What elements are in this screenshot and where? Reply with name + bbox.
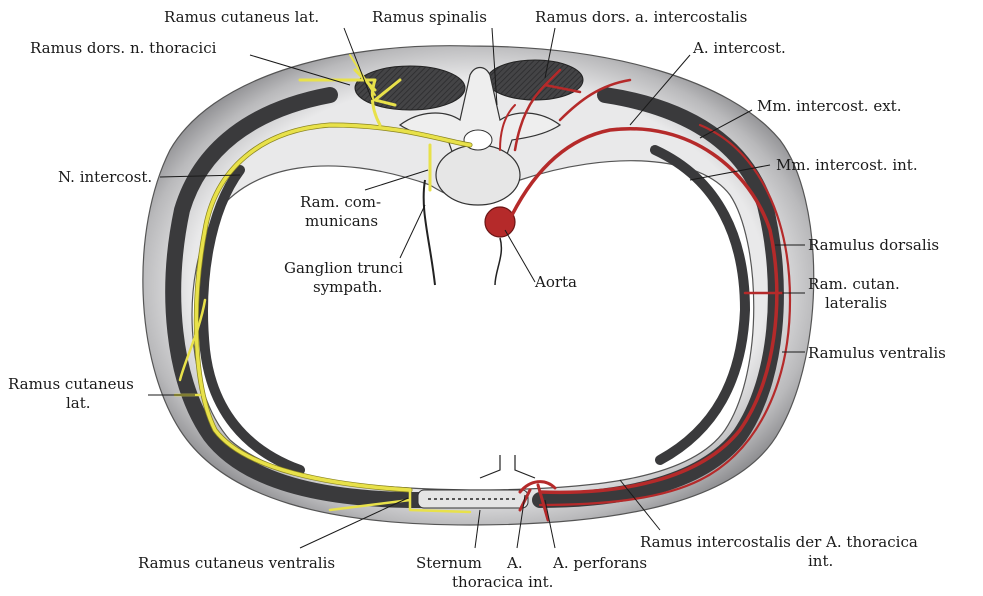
label-a-thoracica-2: thoracica int. <box>452 573 553 591</box>
label-ramus-cutaneus-lat-left-2: lat. <box>66 394 91 412</box>
label-ganglion-1: Ganglion trunci <box>284 259 403 277</box>
label-ram-communicans-2: municans <box>305 212 378 230</box>
label-ramus-cutaneus-lat-top: Ramus cutaneus lat. <box>164 8 319 26</box>
back-muscle-right <box>487 60 583 100</box>
label-ramus-cutaneus-ventralis: Ramus cutaneus ventralis <box>138 554 335 572</box>
label-a-thoracica-1: A. <box>506 554 523 572</box>
label-ram-communicans-1: Ram. com- <box>300 193 381 211</box>
label-ramus-intercostalis-2: int. <box>808 552 833 570</box>
label-mm-intercost-ext: Mm. intercost. ext. <box>757 97 901 115</box>
label-ramus-dors-n-thoracici: Ramus dors. n. thoracici <box>30 39 217 57</box>
label-ramus-intercostalis-1: Ramus intercostalis der A. thoracica <box>640 533 918 551</box>
label-ram-cutan-lateralis-2: lateralis <box>825 294 887 312</box>
label-ganglion-2: sympath. <box>313 278 382 296</box>
label-ramus-dors-a-intercostalis: Ramus dors. a. intercostalis <box>535 8 747 26</box>
label-a-intercost: A. intercost. <box>692 39 786 57</box>
sternum <box>418 490 528 508</box>
label-sternum: Sternum <box>416 554 482 572</box>
label-ramus-spinalis: Ramus spinalis <box>372 8 487 26</box>
label-n-intercost: N. intercost. <box>58 168 152 186</box>
label-ramulus-ventralis: Ramulus ventralis <box>808 344 946 362</box>
vertebral-body <box>436 145 520 205</box>
label-aorta: Aorta <box>534 273 577 291</box>
label-ramus-cutaneus-lat-left-1: Ramus cutaneus <box>8 375 134 393</box>
label-ram-cutan-lateralis-1: Ram. cutan. <box>808 275 900 293</box>
aorta-vessel <box>485 207 515 237</box>
label-mm-intercost-int: Mm. intercost. int. <box>776 156 918 174</box>
label-a-perforans: A. perforans <box>552 554 647 572</box>
aorta <box>485 207 515 237</box>
label-ramulus-dorsalis: Ramulus dorsalis <box>808 236 939 254</box>
thoracic-cavity <box>192 161 754 490</box>
